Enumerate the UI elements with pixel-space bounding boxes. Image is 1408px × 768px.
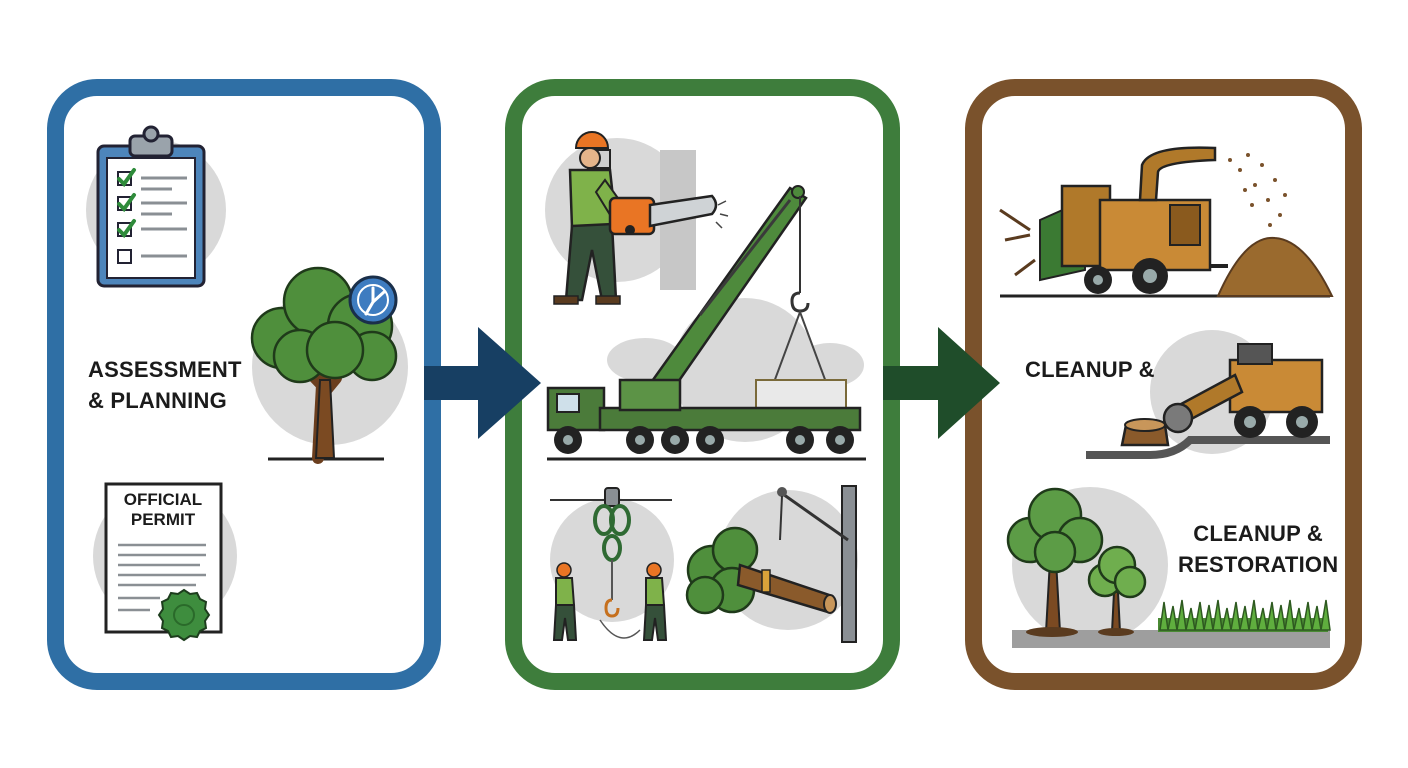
rigging-crew-icon [550,488,674,640]
stage-label-cleanup-line-1: CLEANUP & [1178,518,1338,549]
stage-label-cleanup-short-line-1: CLEANUP & [1025,354,1155,385]
arrow-assessment-to-removal [424,327,541,439]
clock-icon [350,277,396,323]
permit-title-line-1: OFFICIAL [117,490,209,510]
stage-label-assessment-line-1: ASSESSMENT [88,354,242,385]
clipboard-checklist-icon [86,127,226,286]
chainsaw-worker-icon [545,132,728,304]
wood-chipper-icon [1000,148,1332,296]
stage-label-assessment: ASSESSMENT & PLANNING [88,354,242,416]
stage-label-cleanup: CLEANUP & RESTORATION [1178,518,1338,580]
grass-icon [1158,600,1330,632]
stage-label-cleanup-line-2: RESTORATION [1178,549,1338,580]
permit-title: OFFICIAL PERMIT [117,490,209,530]
stump-grinder-icon [1086,330,1330,455]
stage-label-cleanup-short: CLEANUP & [1025,354,1155,385]
arrow-removal-to-cleanup [883,327,1000,439]
stage-label-assessment-line-2: & PLANNING [88,385,242,416]
permit-title-line-2: PERMIT [117,510,209,530]
log-lowering-icon [687,486,858,642]
